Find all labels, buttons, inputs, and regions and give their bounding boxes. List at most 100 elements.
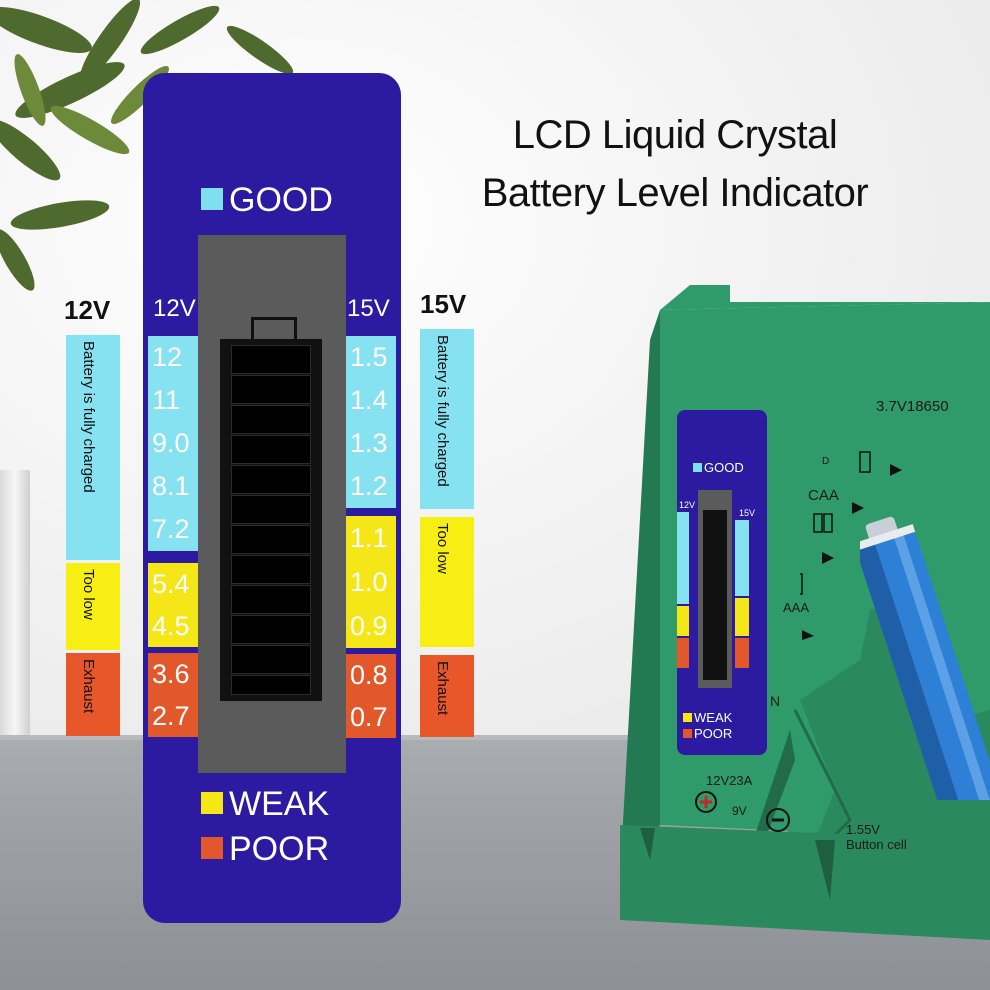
mini-good-legend: GOOD: [693, 460, 744, 475]
label-button-cell: Button cell: [846, 837, 907, 852]
scale-15v-value: 1.5: [346, 336, 396, 379]
poor-label: POOR: [229, 830, 330, 868]
battery-segment: [231, 405, 311, 434]
side-bar-charged-text: Battery is fully charged: [80, 341, 97, 493]
scale-12v-value: 9.0: [148, 422, 198, 465]
mini-poor-legend: POOR: [683, 726, 732, 741]
label-155v: 1.55V: [846, 822, 880, 837]
side-header-15v: 15V: [420, 289, 467, 319]
mini-scale-15v-weak: [735, 598, 749, 636]
scale-12v: 12 11 9.0 8.1 7.2 5.4 4.5 3.6 2.7: [148, 336, 198, 737]
side-bar-low-text: Too low: [80, 569, 97, 620]
scale-12v-value: 2.7: [148, 695, 198, 737]
good-legend: GOOD: [201, 181, 333, 220]
poor-swatch: [201, 837, 223, 860]
battery-segment: [231, 495, 311, 524]
battery-segment: [231, 375, 311, 404]
scale-12v-value: 7.2: [148, 508, 198, 551]
good-swatch: [201, 188, 223, 211]
scale-15v-value: 1.1: [346, 516, 396, 560]
scale-15v-value: 0.8: [346, 654, 396, 696]
plant-stand: [0, 470, 30, 740]
device-mini-lcd: GOOD 12V 15V WEAK POOR: [677, 410, 767, 755]
scale-15v-value: 1.0: [346, 560, 396, 604]
battery-cap: [251, 317, 297, 340]
side-bar-charged-15v: Battery is fully charged: [420, 329, 474, 509]
side-bar-low-12v: Too low: [66, 563, 120, 650]
side-bar-exhaust-text: Exhaust: [80, 659, 97, 714]
label-caa: CAA: [808, 487, 839, 504]
battery-segment: [231, 615, 311, 644]
mini-scale-12v-weak: [677, 606, 689, 636]
scale-15v-value: 1.3: [346, 422, 396, 465]
scale-gap: [346, 508, 396, 516]
scale-12v-value: 3.6: [148, 653, 198, 695]
poor-legend: POOR: [201, 830, 329, 869]
mini-battery: [703, 510, 727, 680]
slot-arrow-icons: [800, 451, 902, 640]
label-n: N: [770, 693, 781, 709]
label-9v: 9V: [732, 804, 747, 818]
scale-12v-value: 5.4: [148, 563, 198, 605]
battery-segment: [231, 435, 311, 464]
mini-12v-header: 12V: [679, 500, 696, 510]
scale-gap: [346, 648, 396, 654]
side-bar-charged-12v: Battery is fully charged: [66, 335, 120, 560]
battery-segment: [231, 465, 311, 494]
scale-15v-value: 1.4: [346, 379, 396, 422]
column-header-15v: 15V: [347, 295, 390, 322]
scale-12v-value: 11: [148, 379, 198, 422]
mini-screen: [698, 490, 732, 688]
scale-12v-value: 4.5: [148, 605, 198, 647]
mini-poor-label: POOR: [694, 726, 733, 741]
mini-15v-header: 15V: [739, 508, 756, 518]
scale-12v-value: 12: [148, 336, 198, 379]
label-18650: 3.7V18650: [876, 398, 949, 415]
mini-weak-label: WEAK: [694, 710, 733, 725]
mini-scale-12v-poor: [677, 638, 689, 668]
battery-segment: [231, 345, 311, 374]
mini-weak-swatch: [683, 713, 692, 723]
weak-legend: WEAK: [201, 785, 329, 824]
weak-swatch: [201, 792, 223, 815]
headline: LCD Liquid Crystal Battery Level Indicat…: [440, 106, 910, 222]
mini-good-label: GOOD: [704, 460, 744, 475]
side-bar-exhaust-text: Exhaust: [434, 661, 451, 716]
side-bar-charged-text: Battery is fully charged: [434, 335, 451, 487]
scale-gap: [148, 647, 198, 653]
mini-poor-swatch: [683, 729, 692, 739]
mini-scale-15v-good: [735, 520, 749, 596]
battery-body: [220, 339, 322, 701]
scale-15v-value: 0.9: [346, 604, 396, 648]
side-header-12v: 12V: [64, 295, 111, 325]
label-12v23a: 12V23A: [706, 773, 753, 788]
battery-segment: [231, 555, 311, 584]
aa-battery: [860, 516, 990, 800]
headline-line2: Battery Level Indicator: [481, 171, 869, 215]
lcd-screen: [198, 235, 346, 773]
battery-segment: [231, 525, 311, 554]
scale-12v-value: 8.1: [148, 465, 198, 508]
scale-15v: 1.5 1.4 1.3 1.2 1.1 1.0 0.9 0.8 0.7: [346, 336, 396, 738]
side-bar-exhaust-12v: Exhaust: [66, 653, 120, 736]
side-bar-exhaust-15v: Exhaust: [420, 655, 474, 737]
mini-scale-15v-poor: [735, 638, 749, 668]
battery-segment: [231, 675, 311, 695]
label-d: D: [822, 456, 830, 467]
minus-terminal-icon: [766, 808, 790, 832]
good-label: GOOD: [229, 181, 333, 219]
headline-line1: LCD Liquid Crystal: [512, 113, 838, 157]
column-header-12v: 12V: [153, 295, 196, 322]
scale-15v-value: 0.7: [346, 696, 396, 738]
mini-good-swatch: [693, 463, 702, 473]
side-bar-low-15v: Too low: [420, 517, 474, 647]
label-aaa: AAA: [783, 600, 810, 615]
side-bar-low-text: Too low: [434, 523, 451, 574]
scale-15v-value: 1.2: [346, 465, 396, 508]
weak-label: WEAK: [229, 785, 330, 823]
scale-gap: [148, 551, 198, 563]
battery-segment: [231, 645, 311, 674]
plus-terminal-icon: [695, 791, 717, 813]
mini-weak-legend: WEAK: [683, 710, 732, 725]
battery-segment: [231, 585, 311, 614]
